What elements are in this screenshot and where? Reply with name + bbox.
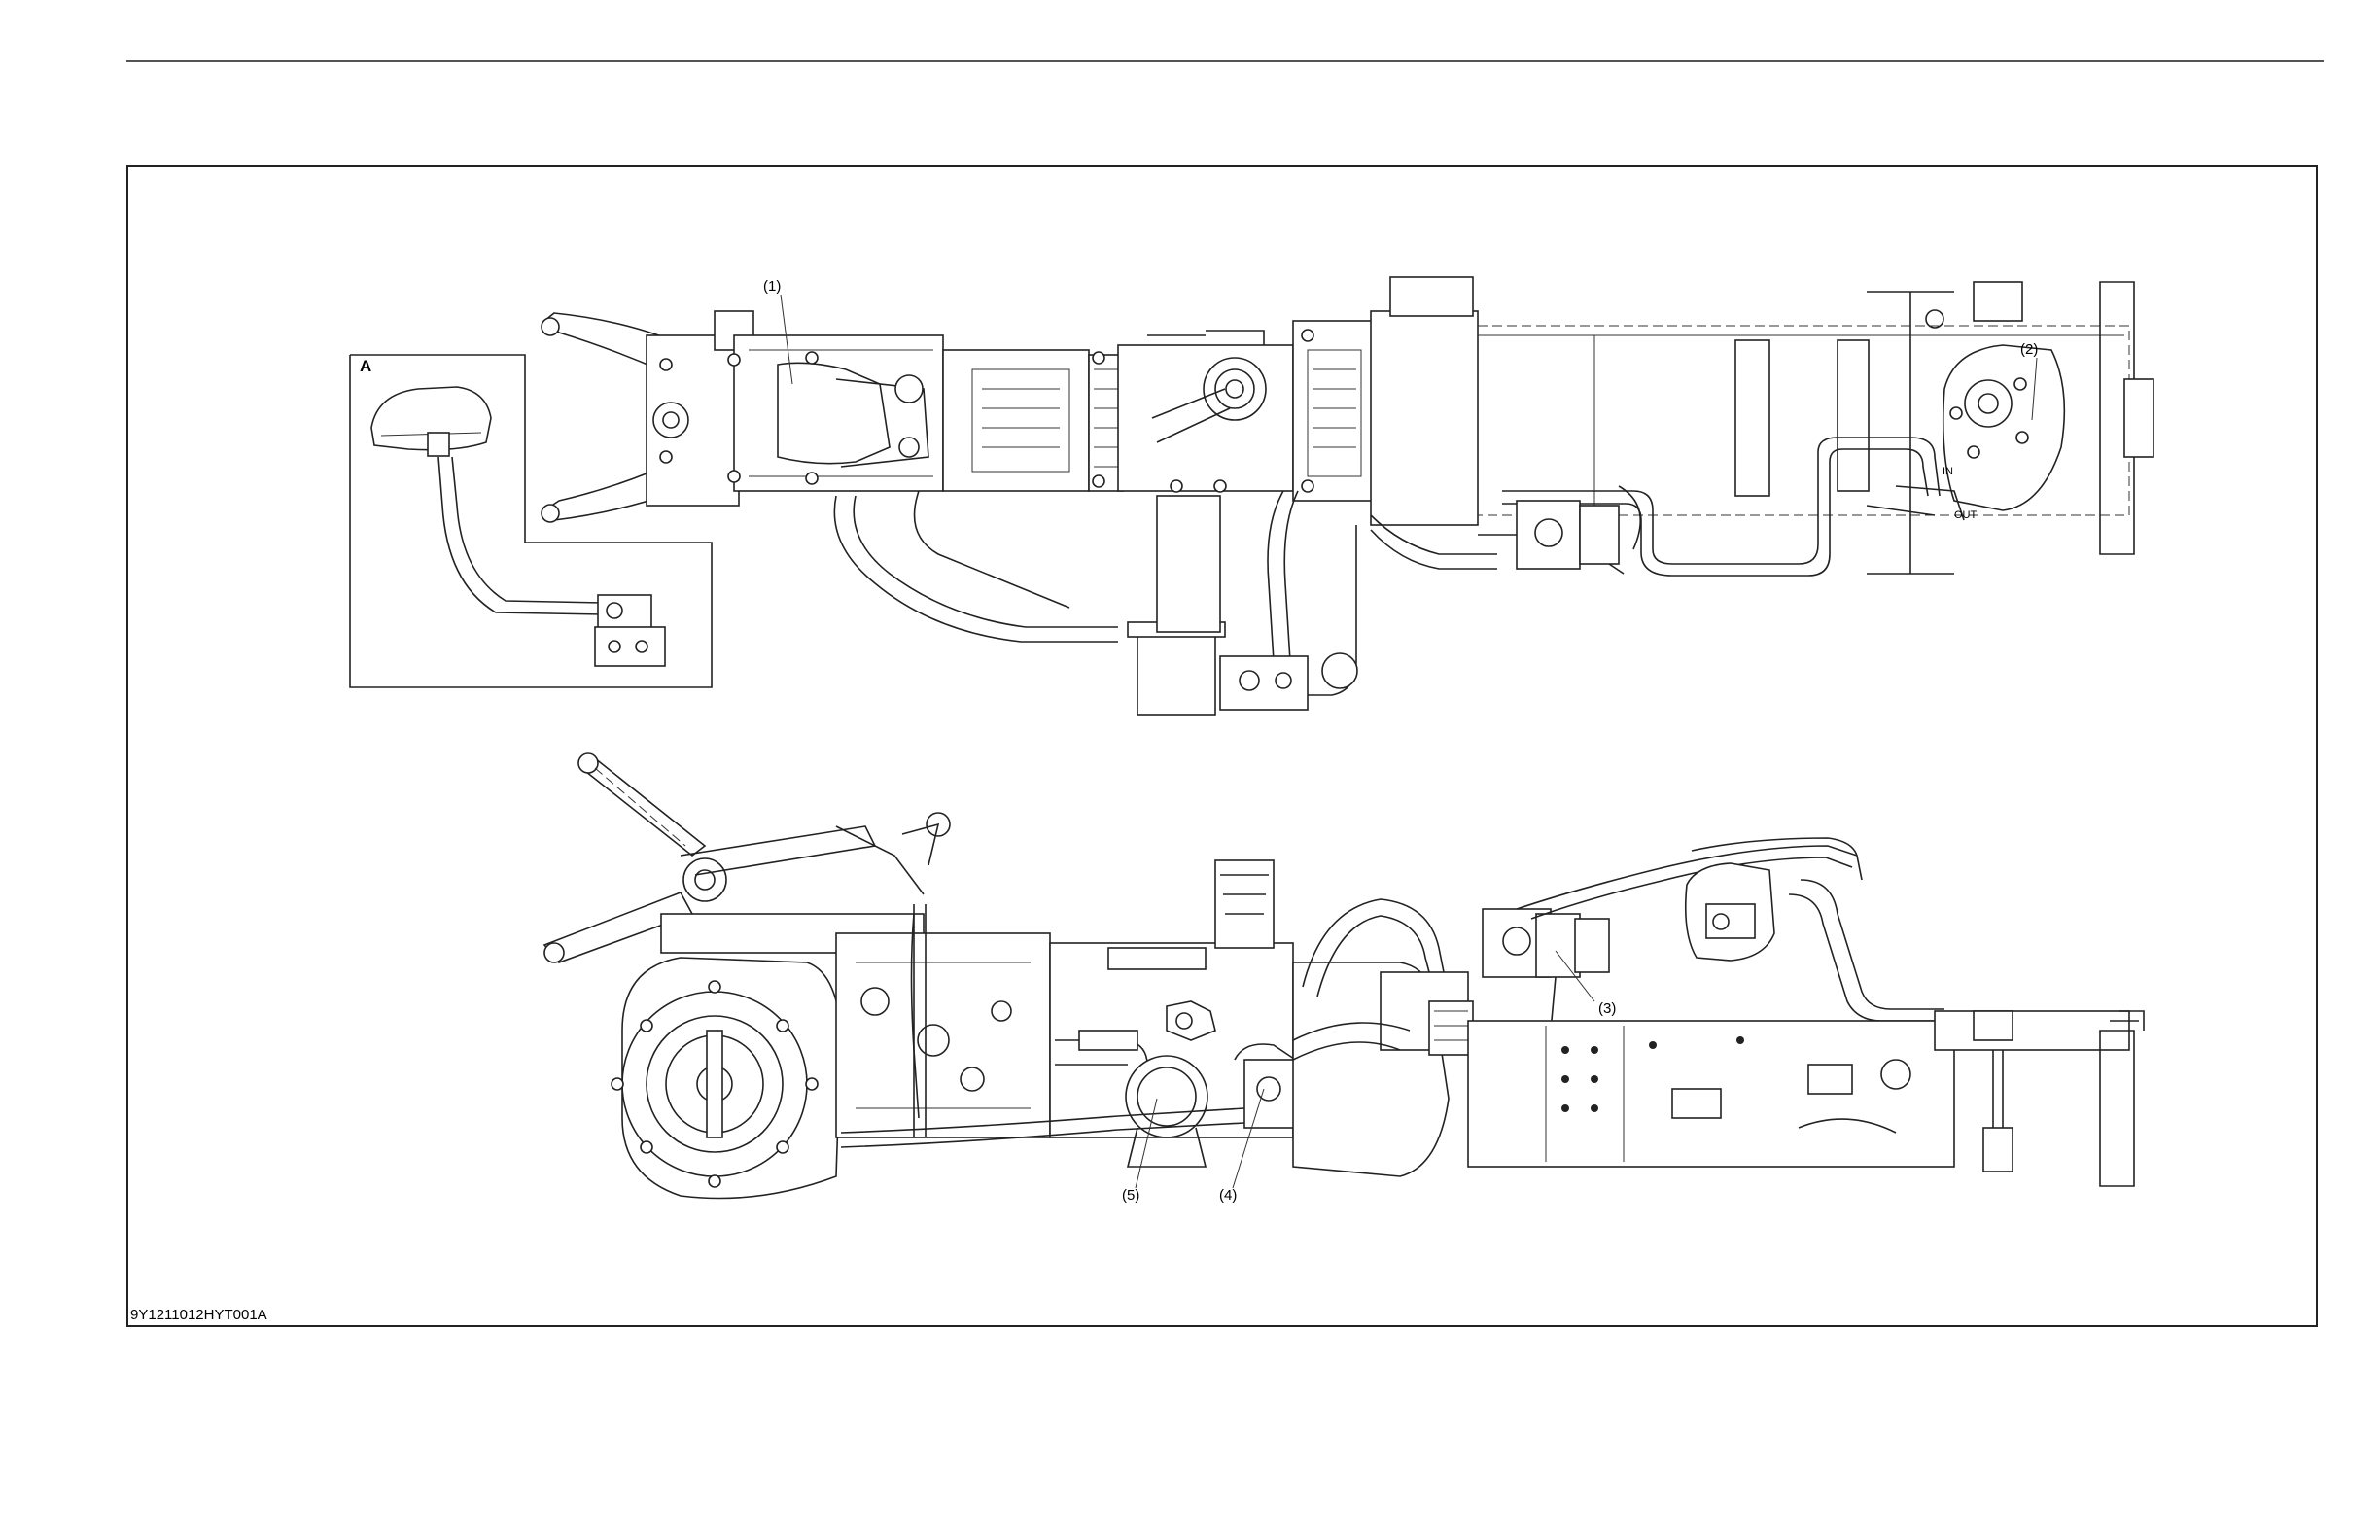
- callout-4: (4): [1219, 1188, 1237, 1203]
- callout-2: (2): [2020, 342, 2038, 357]
- figure-code: 9Y1211012HYT001A: [130, 1307, 267, 1323]
- side-view-assembly: [544, 753, 2144, 1199]
- port-in-label: IN: [1942, 465, 1953, 479]
- inset-a-label: A: [360, 357, 371, 376]
- port-out-label: OUT: [1954, 508, 1977, 523]
- top-view-assembly: [542, 277, 2153, 715]
- callout-5: (5): [1122, 1188, 1139, 1203]
- callout-3: (3): [1598, 1001, 1616, 1016]
- callout-1: (1): [763, 279, 781, 294]
